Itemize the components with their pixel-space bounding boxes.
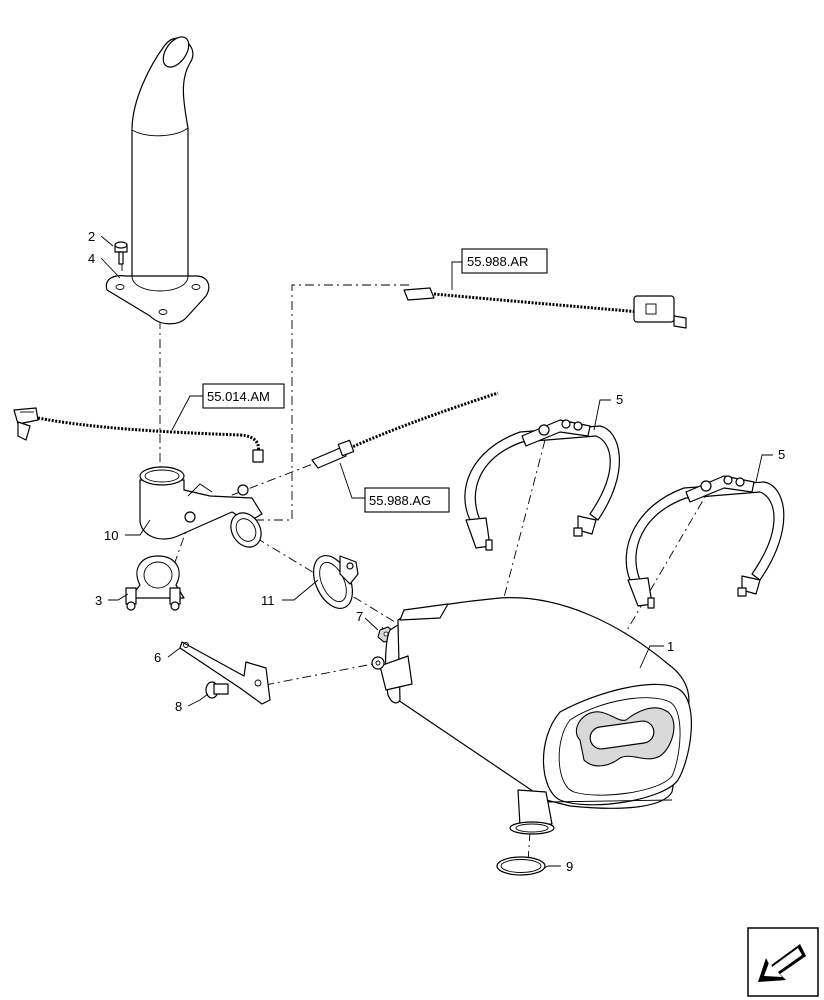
- callout-11: 11: [261, 593, 275, 608]
- callout-4: 4: [88, 251, 95, 266]
- ref-label-55-988-ag: 55.988.AG: [369, 493, 431, 508]
- ref-box-55-988-ar: [461, 248, 548, 274]
- callout-10: 10: [104, 528, 118, 543]
- callout-7: 7: [356, 609, 363, 624]
- exhaust-elbow: [139, 466, 263, 548]
- callout-3: 3: [95, 593, 102, 608]
- callout-5-left: 5: [616, 392, 623, 407]
- sensor-cable: [403, 287, 687, 329]
- callout-1: 1: [667, 639, 674, 654]
- ref-label-55-014-am: 55.014.AM: [207, 389, 270, 404]
- reference-boxes: 55.988.AR 55.014.AM 55.988.AG: [202, 248, 548, 513]
- ref-label-55-988-ar: 55.988.AR: [467, 254, 528, 269]
- callout-numbers: 2 4 10 3 11 6 7 8 1 9 5 5: [88, 229, 785, 874]
- callout-8: 8: [175, 699, 182, 714]
- ref-box-55-988-ag: [364, 487, 450, 513]
- muffler-strap-left: [464, 419, 620, 551]
- bracket-bolt: [205, 681, 229, 699]
- sensor-harness: [13, 407, 264, 463]
- callout-5-right: 5: [778, 447, 785, 462]
- ref-box-55-014-am: [202, 383, 285, 409]
- u-bolt-clamp: [125, 555, 185, 611]
- leader-lines: [100, 235, 773, 869]
- muffler-strap-right: [625, 475, 785, 609]
- exhaust-stack-pipe: [131, 36, 194, 293]
- outlet-gasket: [496, 856, 546, 876]
- callout-9: 9: [566, 859, 573, 874]
- next-page-arrow-icon[interactable]: [747, 927, 819, 997]
- muffler: [371, 597, 692, 835]
- mounting-bracket: [179, 641, 271, 705]
- stack-flange: [105, 275, 210, 325]
- v-band-clamp: [312, 555, 359, 609]
- flange-bolt: [114, 241, 128, 265]
- callout-6: 6: [154, 650, 161, 665]
- callout-2: 2: [88, 229, 95, 244]
- temperature-probe: [311, 391, 499, 469]
